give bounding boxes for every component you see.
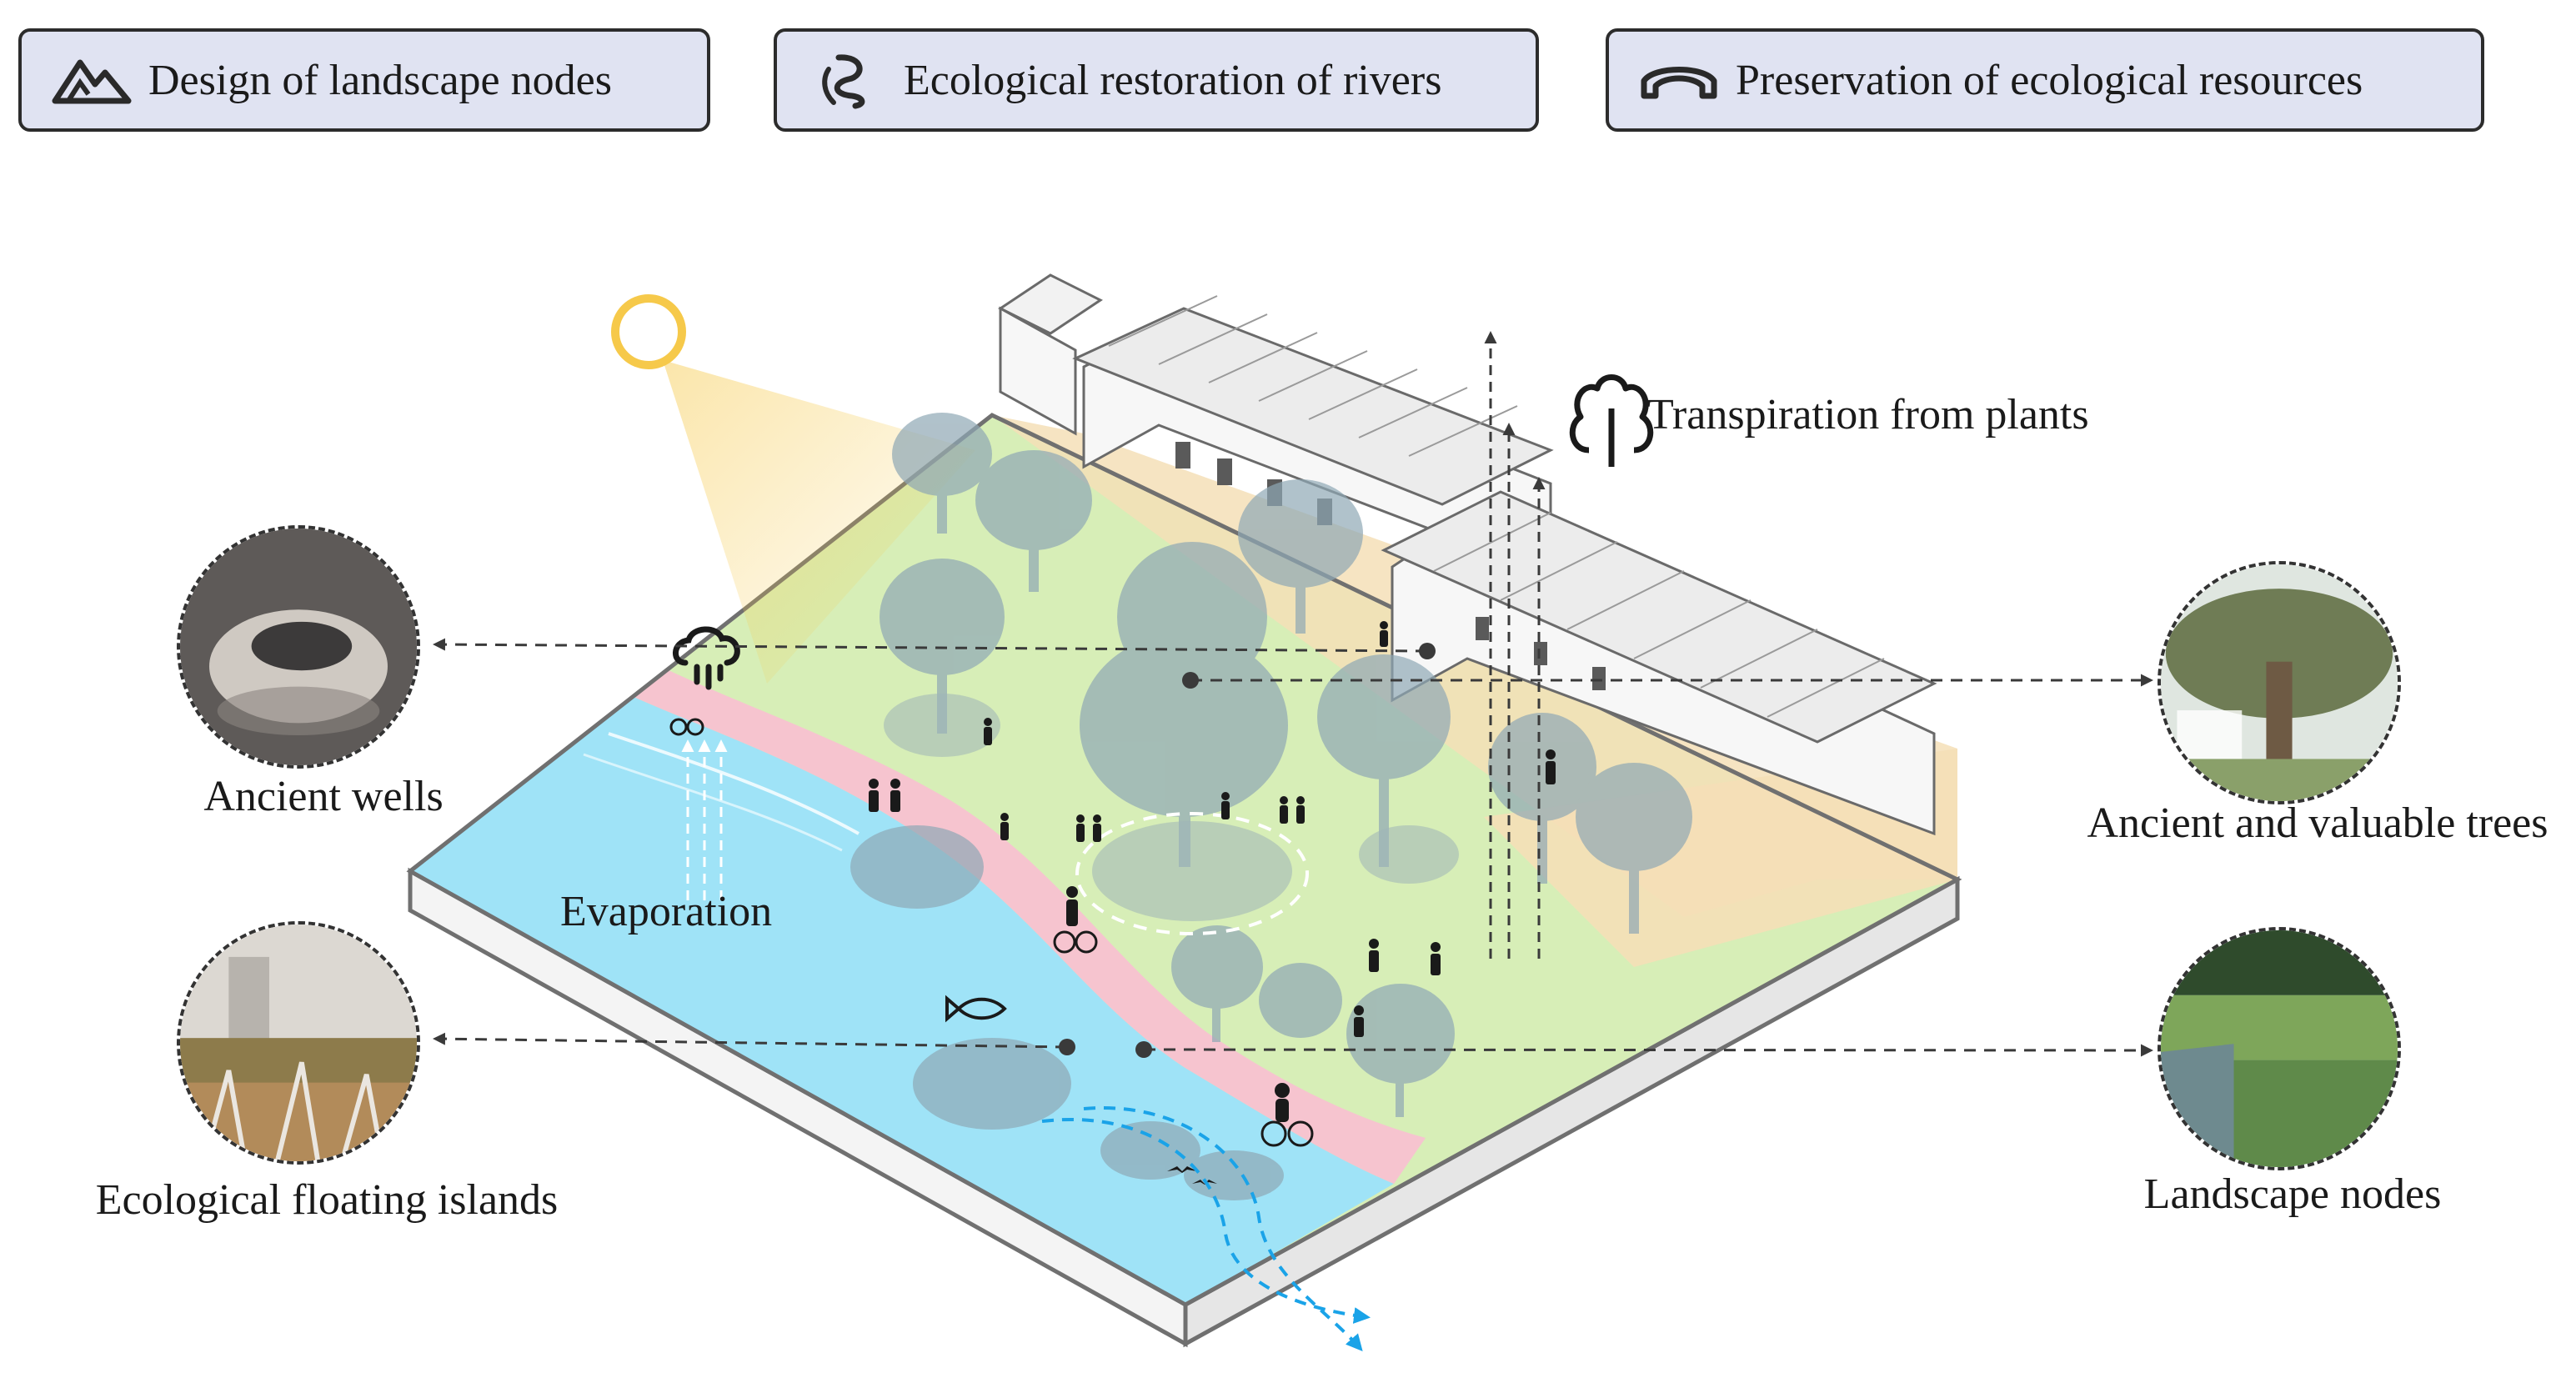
sun-icon bbox=[611, 294, 686, 369]
tab-river-restoration[interactable]: Ecological restoration of rivers bbox=[774, 28, 1539, 132]
floating-islands-label: Ecological floating islands bbox=[95, 1176, 559, 1224]
tab-resource-preservation[interactable]: Preservation of ecological resources bbox=[1606, 28, 2484, 132]
riverside-path bbox=[634, 670, 1426, 1184]
evaporation-label: Evaporation bbox=[560, 888, 773, 935]
cyclists bbox=[669, 718, 1314, 1147]
ancient-well-photo bbox=[177, 525, 420, 769]
tab-label: Ecological restoration of rivers bbox=[904, 56, 1442, 104]
river-icon bbox=[805, 51, 889, 109]
landscape-nodes-label: Landscape nodes bbox=[2143, 1170, 2442, 1218]
birds bbox=[1167, 1166, 1217, 1185]
tab-label: Design of landscape nodes bbox=[148, 56, 612, 104]
callout-dots bbox=[1059, 643, 1436, 1058]
mountain-icon bbox=[50, 51, 133, 109]
people bbox=[869, 621, 1556, 1122]
tree-outline-icon bbox=[1569, 374, 1654, 467]
floating-island-photo bbox=[177, 921, 420, 1165]
bridge-icon bbox=[1637, 51, 1721, 109]
node-highlight-ring bbox=[1075, 812, 1309, 935]
ancient-tree-photo bbox=[2158, 561, 2401, 804]
transpiration-label: Transpiration from plants bbox=[1647, 391, 2089, 438]
landscape-node-photo bbox=[2158, 927, 2401, 1170]
fish-icon bbox=[945, 995, 1007, 1023]
ancient-wells-label: Ancient wells bbox=[203, 773, 444, 820]
ancient-trees-label: Ancient and valuable trees bbox=[2087, 799, 2548, 847]
tab-label: Preservation of ecological resources bbox=[1736, 56, 2363, 104]
tab-landscape-nodes[interactable]: Design of landscape nodes bbox=[18, 28, 710, 132]
rain-cloud-icon bbox=[673, 626, 740, 690]
village-buildings bbox=[998, 273, 1937, 836]
